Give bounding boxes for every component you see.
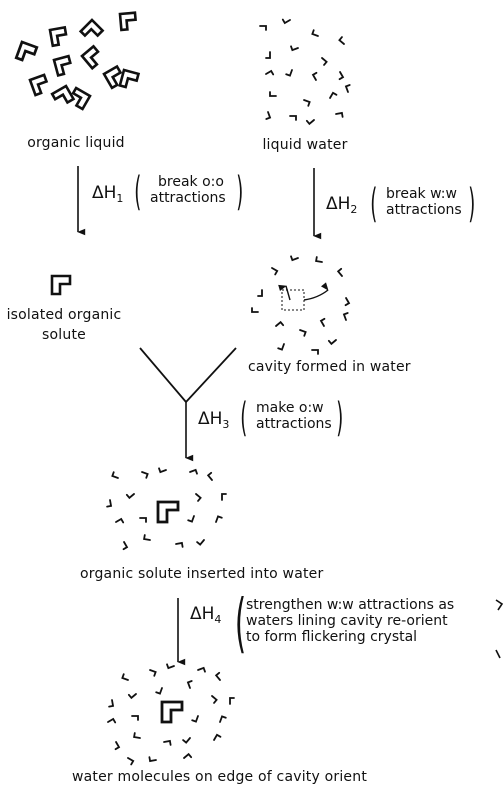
step4-subscript: 4 (214, 613, 222, 626)
merge-arrow (139, 347, 237, 462)
step3-line2: attractions (256, 416, 332, 432)
step1-subscript: 1 (116, 192, 124, 205)
step3-subscript: 3 (222, 418, 230, 431)
organic-liquid-label: organic liquid (27, 135, 125, 151)
step3-close-paren: ) (336, 395, 344, 441)
step2-subscript: 2 (350, 203, 358, 216)
step4-line1: strengthen w:w attractions as (246, 597, 455, 613)
step3-text: make o:w attractions (256, 400, 332, 432)
step2-text: break w:w attractions (386, 186, 462, 218)
isolated-solute-label-2: solute (42, 327, 86, 343)
step2-annotation: ΔH2 (326, 194, 358, 217)
step3-line1: make o:w (256, 400, 324, 416)
cavity-formed-label: cavity formed in water (248, 359, 411, 375)
isolated-solute-label-1: isolated organic (6, 307, 122, 323)
step2-close-paren: ) (468, 181, 476, 227)
step1-text: break o:o attractions (150, 174, 226, 206)
step1-line2: attractions (150, 190, 226, 206)
step4-open-paren: ( (234, 587, 247, 661)
liquid-water-label: liquid water (262, 137, 348, 153)
step1-close-paren: ) (236, 169, 244, 215)
step2-open-paren: ( (370, 181, 378, 227)
edge-fragment (495, 599, 504, 611)
step3-open-paren: ( (240, 395, 248, 441)
inserted-solute-label: organic solute inserted into water (80, 566, 324, 582)
step2-line2: attractions (386, 202, 462, 218)
isolated-solute-icon (50, 274, 72, 296)
step4-annotation: ΔH4 (190, 604, 222, 627)
oriented-cavity-cluster (107, 661, 235, 766)
step1-line1: break o:o (158, 174, 224, 190)
step1-symbol: ΔH1 (92, 183, 124, 206)
inserted-solute-cluster (105, 465, 227, 551)
organic-liquid-cluster (14, 11, 140, 111)
step1-open-paren: ( (134, 169, 142, 215)
liquid-water-cluster (259, 15, 353, 125)
step3-annotation: ΔH3 (198, 409, 230, 432)
cavity-water-cluster (251, 253, 351, 355)
step4-line3: to form flickering crystal (246, 629, 418, 645)
edge-fragment (495, 649, 501, 659)
step4-line2: waters lining cavity re-orient (246, 613, 448, 629)
oriented-cavity-label: water molecules on edge of cavity orient (72, 769, 368, 785)
step1-annotation: ΔH1 (92, 183, 124, 206)
step3-symbol: ΔH3 (198, 409, 230, 432)
oriented-solute-icon (160, 700, 184, 724)
inserted-solute-icon (156, 500, 180, 524)
step2-line1: break w:w (386, 186, 457, 202)
step2-symbol: ΔH2 (326, 194, 358, 217)
step4-symbol: ΔH4 (190, 604, 222, 627)
step4-text: strengthen w:w attractions as waters lin… (246, 597, 454, 645)
